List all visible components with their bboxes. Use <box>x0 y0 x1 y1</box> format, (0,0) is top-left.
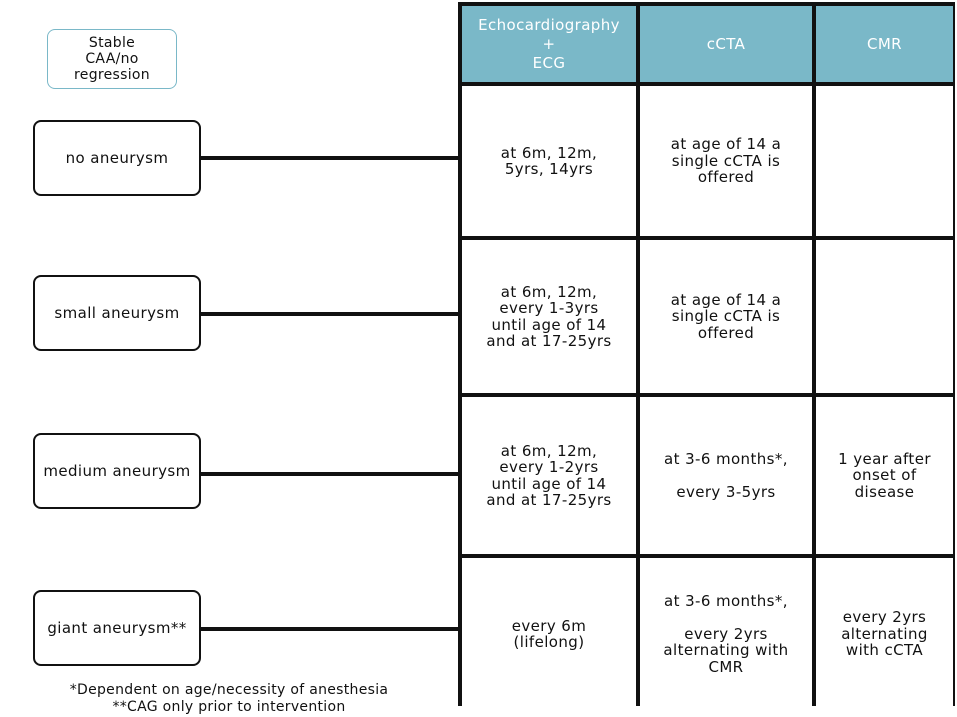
category-box-small-aneurysm: small aneurysm <box>33 275 201 351</box>
header-ccta: cCTA <box>640 6 812 82</box>
category-box-giant-aneurysm: giant aneurysm** <box>33 590 201 666</box>
cell-small-aneurysm-cmr <box>816 240 953 393</box>
connector-line-medium-aneurysm <box>201 472 462 476</box>
connector-line-small-aneurysm <box>201 312 462 316</box>
cell-no-aneurysm-ccta: at age of 14 a single cCTA is offered <box>640 86 812 236</box>
category-box-no-aneurysm: no aneurysm <box>33 120 201 196</box>
cell-giant-aneurysm-echo: every 6m (lifelong) <box>462 558 636 710</box>
footnote-cag: **CAG only prior to intervention <box>112 699 346 715</box>
header-echocardiography-ecg: Echocardiography + ECG <box>462 6 636 82</box>
legend-box: Stable CAA/no regression <box>47 29 177 89</box>
surveillance-table: Echocardiography + ECG cCTA CMR at 6m, 1… <box>458 2 955 710</box>
cell-small-aneurysm-ccta: at age of 14 a single cCTA is offered <box>640 240 812 393</box>
footnote-anesthesia: *Dependent on age/necessity of anesthesi… <box>69 682 389 698</box>
cell-medium-aneurysm-cmr: 1 year after onset of disease <box>816 397 953 554</box>
cell-small-aneurysm-echo: at 6m, 12m, every 1-3yrs until age of 14… <box>462 240 636 393</box>
cell-giant-aneurysm-cmr: every 2yrs alternating with cCTA <box>816 558 953 710</box>
header-cmr: CMR <box>816 6 953 82</box>
cell-giant-aneurysm-ccta: at 3-6 months*, every 2yrs alternating w… <box>640 558 812 710</box>
cell-medium-aneurysm-echo: at 6m, 12m, every 1-2yrs until age of 14… <box>462 397 636 554</box>
cell-no-aneurysm-echo: at 6m, 12m, 5yrs, 14yrs <box>462 86 636 236</box>
connector-line-giant-aneurysm <box>201 627 462 631</box>
connector-line-no-aneurysm <box>201 156 462 160</box>
category-box-medium-aneurysm: medium aneurysm <box>33 433 201 509</box>
cell-medium-aneurysm-ccta: at 3-6 months*, every 3-5yrs <box>640 397 812 554</box>
cell-no-aneurysm-cmr <box>816 86 953 236</box>
